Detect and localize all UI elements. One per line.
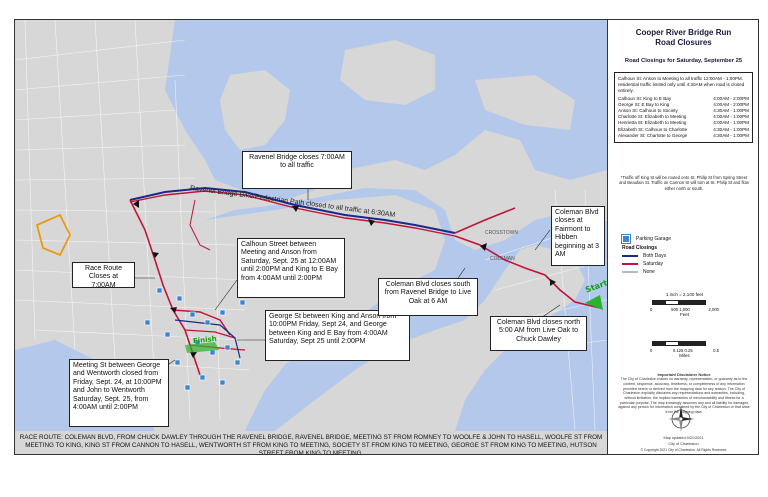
coleman-fairmont-callout: Coleman Blvd closes at Fairmont to Hibbe… <box>551 206 605 266</box>
map-title-line1: Cooper River Bridge Run <box>635 28 732 37</box>
closure-street: Henrietta St: Elizabeth to Meeting <box>618 120 687 126</box>
closure-street: Elizabeth St: Calhoun to Charlotte <box>618 126 688 132</box>
calhoun-closure-callout: Calhoun Street between Meeting and Anson… <box>237 238 345 298</box>
king-street-note: *Traffic off King St will be routed onto… <box>619 175 749 191</box>
side-panel: Cooper River Bridge Run Road Closures Ro… <box>607 20 758 454</box>
map-title-line2: Road Closures <box>655 38 712 47</box>
legend-saturday: Saturday <box>622 260 752 268</box>
scale-feet-unit: Feet <box>679 312 689 317</box>
scale-seg <box>678 341 706 346</box>
closure-time: 4:00AM - 2:00PM <box>713 95 749 101</box>
scale-seg <box>665 341 679 346</box>
closure-street: George St: E Bay to King <box>618 101 670 107</box>
coleman-map-label: COLEMAN <box>490 256 515 262</box>
start-marker <box>585 295 603 310</box>
closure-street: Alexander St: Charlotte to George <box>618 132 688 138</box>
disclaimer-heading: Important Disclaimer Notice <box>657 372 711 377</box>
island-north <box>340 40 435 105</box>
park-outline <box>35 213 72 257</box>
crosstown-map-label: CROSSTOWN <box>485 230 518 236</box>
scale-miles-ticks: 0 0.125 0.25 0.5 <box>622 348 747 353</box>
scale-tick: 0.125 0.25 <box>672 348 693 353</box>
closure-row: Charlotte St: Elizabeth to Meeting 4:00AM… <box>618 114 749 120</box>
map-area[interactable]: CROSSTOWN COLEMAN Ravenel Bridge Bike/Pe… <box>15 20 607 454</box>
closure-street: Charlotte St: Elizabeth to Meeting <box>618 114 687 120</box>
calhoun-route <box>172 309 231 336</box>
route-arrows <box>133 200 556 358</box>
scale-miles: 0 0.125 0.25 0.5 Miles <box>622 338 747 358</box>
ravenel-closure-callout: Ravenel Bridge closes 7:00AM to all traf… <box>242 151 352 189</box>
both-days-swatch <box>622 255 638 257</box>
closure-time: 4:00AM - 1:00PM <box>713 120 749 126</box>
scale-feet-ticks: 0 500 1,000 2,000 <box>622 307 747 312</box>
scale-seg <box>665 300 679 305</box>
drum-island <box>220 70 290 150</box>
finish-marker <box>185 342 219 353</box>
closure-street: Calhoun St: King to E Bay <box>618 95 672 101</box>
scale-tick: 0.5 <box>713 348 719 353</box>
legend-none: None <box>622 268 752 276</box>
legend-parking: Parking Garage <box>621 234 752 244</box>
parking-garage-icon <box>621 234 631 244</box>
closure-row: Alexander St: Charlotte to George 4:30AM … <box>618 133 749 139</box>
closure-row: Calhoun St: King to E Bay 4:00AM - 2:00PM <box>618 96 749 102</box>
disclaimer-text: The City of Charleston makes no warranty… <box>618 377 750 414</box>
closings-subtitle: Road Closings for Saturday, September 25 <box>624 58 743 64</box>
scale-miles-unit: Miles <box>679 353 690 358</box>
legend-both-days-label: Both Days <box>643 253 667 259</box>
city-name: City of Charleston <box>668 442 699 446</box>
george-closure-callout: George St between King and Anson from 10… <box>265 310 410 361</box>
legend-heading: Road Closings <box>622 245 658 251</box>
scale-seg <box>678 300 706 305</box>
scale-tick: 0 <box>650 348 653 353</box>
scale-tick: 2,000 <box>708 307 719 312</box>
route-description: RACE ROUTE: COLEMAN BLVD, FROM CHUCK DAW… <box>19 434 603 454</box>
map-updated: Map updated 9/21/2021 <box>663 436 704 440</box>
closure-time: 4:00AM - 2:00PM <box>713 101 749 107</box>
closure-row: George St: E Bay to King 4:00AM - 2:00PM <box>618 102 749 108</box>
legend-both-days: Both Days <box>622 252 752 260</box>
north-arrow-icon <box>668 406 694 432</box>
scalebar-feet <box>622 300 747 305</box>
ravenel-bridge-route <box>129 186 456 234</box>
side-road <box>189 199 211 251</box>
closure-street: Anson St: Calhoun to Society <box>618 107 678 113</box>
scale-tick: 500 1,000 <box>671 307 690 312</box>
map-sheet: CROSSTOWN COLEMAN Ravenel Bridge Bike/Pe… <box>14 19 759 455</box>
george-route <box>184 329 236 339</box>
race-route-callout: Race Route Closes at 7:00AM <box>72 262 135 289</box>
king-route <box>174 319 241 359</box>
crosstown-closure <box>454 207 516 234</box>
closure-row: Elizabeth St: Calhoun to Charlotte 4:30AM… <box>618 127 749 133</box>
closures-intro: Calhoun St: Anson to Meeting to all traf… <box>618 76 745 94</box>
closure-time: 4:30AM - 1:00PM <box>713 107 749 113</box>
closure-time: 4:30AM - 1:00PM <box>713 132 749 138</box>
none-swatch <box>622 271 638 273</box>
disclaimer: Important Disclaimer Notice The City of … <box>618 372 750 415</box>
island-east <box>475 75 575 130</box>
legend-none-label: None <box>643 269 655 275</box>
scale-seg <box>652 300 666 305</box>
scale-feet: 1 inch = 2,100 feet 0 500 1,000 2,000 Fe… <box>622 292 747 317</box>
closure-row: Anson St: Calhoun to Society 4:30AM - 1:0… <box>618 108 749 114</box>
map-legend: Parking Garage Road Closings Both Days S… <box>621 234 752 276</box>
meeting-closure-callout: Meeting St between George and Wentworth … <box>69 359 169 427</box>
closure-row: Henrietta St: Elizabeth to Meeting 4:00AM… <box>618 120 749 126</box>
closures-table: Calhoun St: Anson to Meeting to all traf… <box>614 72 753 143</box>
scale-tick: 0 <box>650 307 653 312</box>
saturday-swatch <box>622 263 638 265</box>
closure-time: 4:30AM - 1:00PM <box>713 126 749 132</box>
map-title: Cooper River Bridge Run Road Closures <box>608 28 758 48</box>
coleman-north-callout: Coleman Blvd closes north 5:00 AM from L… <box>490 316 587 351</box>
legend-parking-label: Parking Garage <box>636 236 672 242</box>
scale-ratio: 1 inch = 2,100 feet <box>665 292 704 297</box>
coleman-south-callout: Coleman Blvd closes south from Ravenel B… <box>378 278 478 316</box>
scalebar-miles <box>622 341 747 346</box>
copyright: © Copyright 2021 City of Charleston. All… <box>640 448 727 452</box>
scale-seg <box>652 341 666 346</box>
closure-time: 4:00AM - 1:00PM <box>713 114 749 120</box>
legend-saturday-label: Saturday <box>643 261 664 267</box>
